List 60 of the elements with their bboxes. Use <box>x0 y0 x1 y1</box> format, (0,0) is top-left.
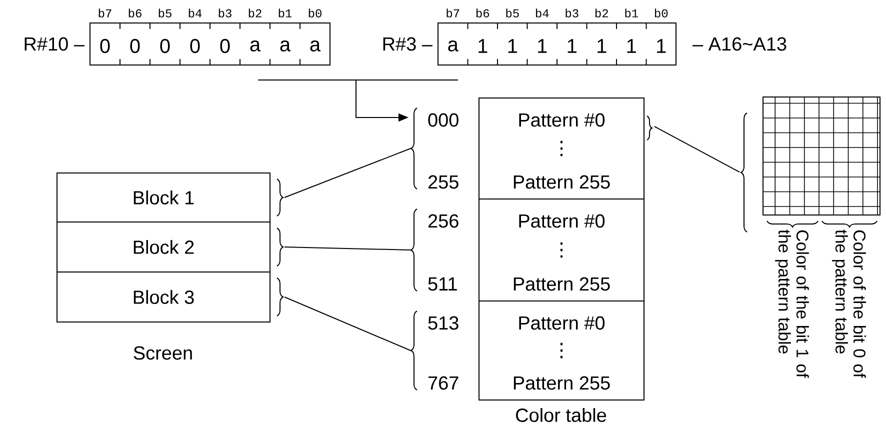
register-name: R#3 – <box>383 37 432 51</box>
connector <box>284 148 411 198</box>
connector <box>284 296 411 351</box>
address-number: 256 <box>428 214 458 228</box>
block-box: Block 1 <box>56 172 270 222</box>
pattern-text: Pattern 255 <box>514 277 610 291</box>
pattern-text: Pattern 255 <box>514 175 610 189</box>
vertical-ellipsis: ⋮ <box>560 342 562 358</box>
block-box: Block 2 <box>56 222 270 272</box>
bit-value: 1 <box>478 39 488 53</box>
bit-value: 1 <box>657 39 666 53</box>
address-number: 511 <box>428 277 457 291</box>
bit-value: 0 <box>220 38 230 54</box>
bit-value: 0 <box>130 38 140 54</box>
connector <box>284 246 411 250</box>
bit-label: b1 <box>278 8 292 18</box>
bit-label: b2 <box>248 8 262 18</box>
pattern-text: Pattern #0 <box>519 316 605 330</box>
bit-label: b7 <box>446 8 460 18</box>
bit-label: b3 <box>218 8 232 18</box>
bit-label: b4 <box>188 8 202 18</box>
bit-value: 1 <box>627 39 636 53</box>
bit-value: 0 <box>190 38 200 54</box>
bit-value: 1 <box>598 39 606 53</box>
caption: Screen <box>134 346 192 360</box>
address-number: 767 <box>428 376 458 390</box>
bit-label: b5 <box>158 8 172 18</box>
bit-label: b2 <box>595 8 608 18</box>
bit-value: 1 <box>568 39 576 53</box>
bit-label: b1 <box>625 8 638 18</box>
bit-label: b5 <box>506 8 519 18</box>
connector <box>654 126 740 172</box>
bit-label: b3 <box>566 8 578 18</box>
vertical-ellipsis: ⋮ <box>560 242 562 258</box>
address-number: 513 <box>428 316 458 330</box>
bit-label: b0 <box>308 8 322 18</box>
bit-value: a <box>448 40 458 52</box>
pattern-text: Pattern 255 <box>514 376 610 390</box>
bit-label: b6 <box>128 8 142 18</box>
bit-value: a <box>250 40 261 52</box>
bit-label: b7 <box>98 8 112 18</box>
bit-label: b6 <box>476 8 490 18</box>
bit-value: 1 <box>508 39 517 53</box>
block-box: Block 3 <box>56 272 270 322</box>
bit-value: a <box>310 40 321 52</box>
address-range: – A16~A13 <box>692 37 786 51</box>
bit-label: b4 <box>536 8 549 18</box>
bit-label: b0 <box>654 8 668 18</box>
rotated-label: Color of the bit 0 of the pattern table <box>832 230 866 378</box>
rotated-label: Color of the bit 1 of the pattern table <box>775 230 809 378</box>
vertical-ellipsis: ⋮ <box>560 140 562 156</box>
address-number: 255 <box>428 175 458 189</box>
register-name: R#10 – <box>24 37 84 51</box>
bit-value: a <box>280 40 291 52</box>
pattern-text: Pattern #0 <box>519 214 605 228</box>
bit-value: 1 <box>538 39 547 53</box>
pattern-text: Pattern #0 <box>519 113 605 127</box>
bit-value: 0 <box>100 38 110 54</box>
address-number: 000 <box>428 113 458 127</box>
bit-value: 0 <box>160 38 170 54</box>
